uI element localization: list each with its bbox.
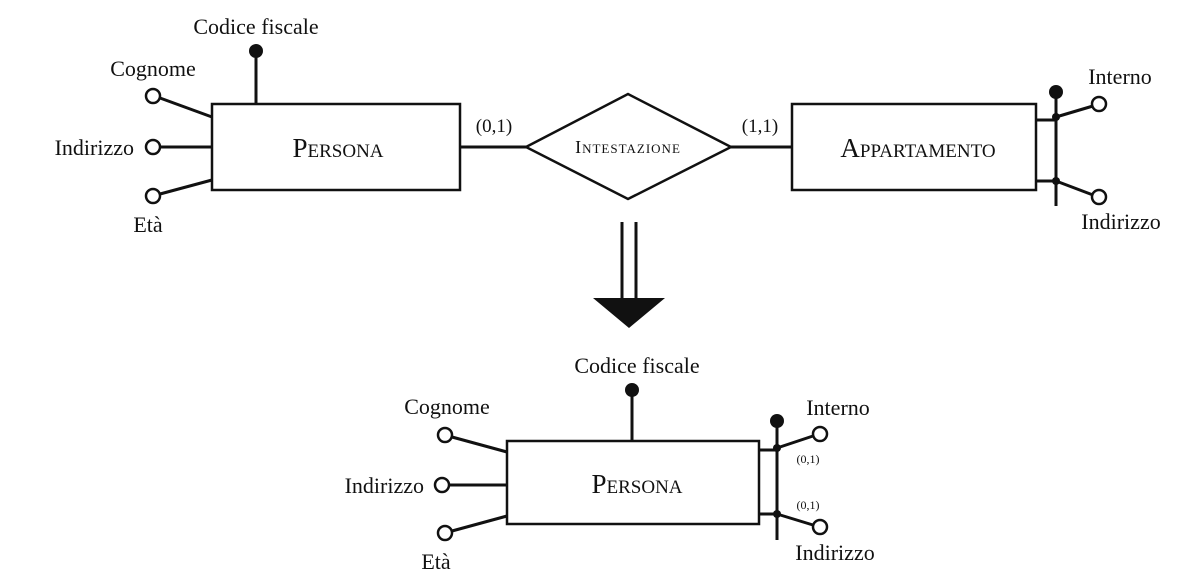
attribute-hollow-circle-icon: [436, 524, 454, 542]
top-entity-appartamento: Appartamento: [790, 102, 1038, 192]
bottom-app-indirizzo-label: Indirizzo: [795, 540, 874, 565]
top-persona-box: [210, 102, 462, 192]
attribute-hollow-circle-icon: [1090, 95, 1108, 113]
bottom-interno-cardinality: (0,1): [797, 452, 820, 466]
bottom-persona-label: Persona: [591, 469, 682, 499]
top-attr-indirizzo: Indirizzo: [55, 135, 212, 160]
attribute-hollow-circle-icon: [144, 187, 162, 205]
top-cognome-label: Cognome: [110, 56, 196, 81]
top-relationship-intestazione: Intestazione: [523, 92, 734, 201]
bottom-diagram: Persona Codice fiscale Cognome Indirizzo…: [345, 353, 875, 574]
bottom-attr-codice-fiscale: Codice fiscale: [574, 353, 700, 441]
bottom-indirizzo-label: Indirizzo: [345, 473, 424, 498]
top-left-cardinality: (0,1): [476, 116, 512, 137]
top-attr-eta: Età: [133, 178, 213, 237]
attribute-hollow-circle-icon: [144, 87, 162, 105]
attribute-hollow-circle-icon: [811, 425, 829, 443]
bottom-attr-cognome: Cognome: [404, 394, 508, 454]
bottom-persona-box: [505, 439, 761, 526]
identifier-filled-circle-icon: [1049, 85, 1063, 99]
attribute-hollow-circle-icon: [144, 138, 162, 156]
top-appartamento-box: [790, 102, 1038, 192]
top-persona-label: Persona: [292, 133, 383, 163]
top-right-cardinality: (1,1): [742, 116, 778, 137]
identifier-filled-circle-icon: [770, 414, 784, 428]
top-app-indirizzo-label: Indirizzo: [1081, 209, 1160, 234]
attribute-hollow-circle-icon: [811, 518, 829, 536]
identifier-filled-circle-icon: [625, 383, 639, 397]
attribute-hollow-circle-icon: [436, 426, 454, 444]
top-codice-fiscale-label: Codice fiscale: [193, 14, 318, 39]
relationship-diamond: [523, 92, 734, 201]
top-appartamento-label: Appartamento: [840, 133, 995, 163]
top-attr-cognome: Cognome: [110, 56, 213, 119]
top-interno-label: Interno: [1088, 64, 1152, 89]
top-composite-identifier: Interno Indirizzo: [1036, 64, 1161, 234]
top-intestazione-label: Intestazione: [575, 137, 681, 157]
bottom-indirizzo-app-cardinality: (0,1): [797, 498, 820, 512]
identifier-filled-circle-icon: [249, 44, 263, 58]
transformation-arrow: [593, 222, 665, 328]
top-indirizzo-label: Indirizzo: [55, 135, 134, 160]
bottom-composite-identifier: Interno (0,1) (0,1) Indirizzo: [759, 395, 875, 565]
bottom-eta-label: Età: [421, 549, 451, 574]
bottom-entity-persona: Persona: [505, 439, 761, 526]
top-diagram: Persona Codice fiscale Cognome Indirizzo…: [55, 14, 1161, 237]
attribute-hollow-circle-icon: [433, 476, 451, 494]
bottom-attr-indirizzo: Indirizzo: [345, 473, 507, 498]
top-entity-persona: Persona: [210, 102, 462, 192]
bottom-interno-label: Interno: [806, 395, 870, 420]
bottom-cognome-label: Cognome: [404, 394, 490, 419]
bottom-attr-eta: Età: [421, 514, 508, 574]
top-eta-label: Età: [133, 212, 163, 237]
arrow-down-icon: [593, 298, 665, 328]
attribute-hollow-circle-icon: [1090, 188, 1108, 206]
bottom-codice-fiscale-label: Codice fiscale: [574, 353, 699, 378]
top-attr-codice-fiscale: Codice fiscale: [193, 14, 319, 104]
